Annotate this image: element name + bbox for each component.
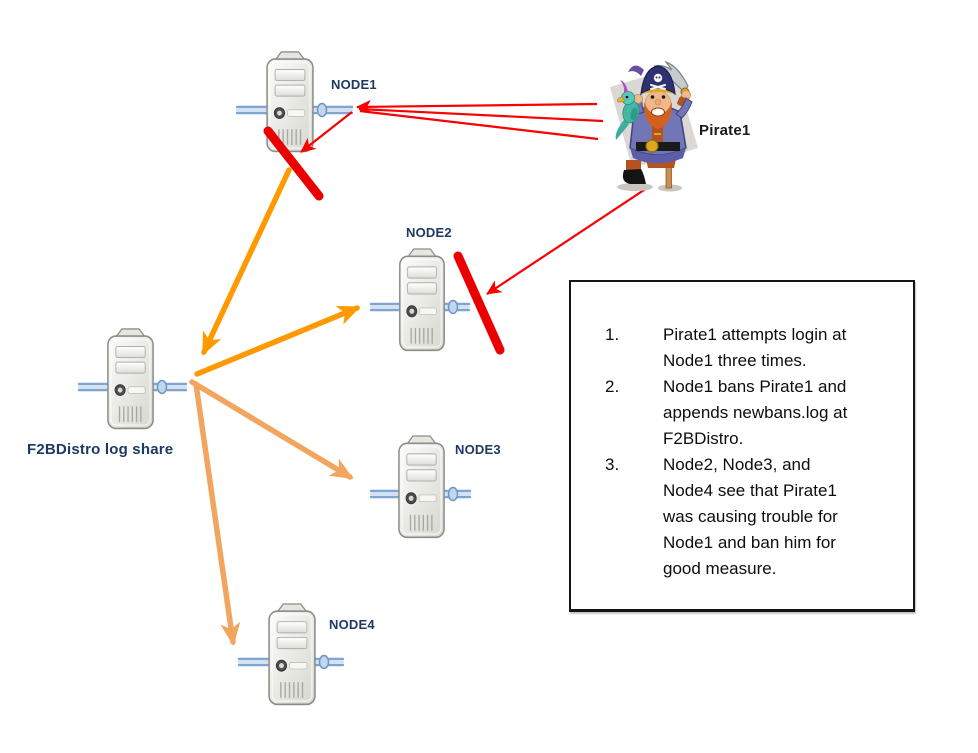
legend-item-2-number: 2. [605, 377, 620, 396]
arrow-node1-to-f2bdistro [201, 167, 292, 356]
server-icon-node4 [268, 603, 316, 706]
legend-box: 1. Pirate1 attempts login at Node1 three… [569, 280, 915, 612]
server-icon-node3 [398, 435, 445, 539]
legend-item-1-number: 1. [605, 325, 620, 344]
legend-item-3-number: 3. [605, 455, 620, 474]
f2bdistro-label: F2BDistro log share [27, 441, 174, 458]
attack-into-node1 [300, 111, 353, 153]
attack-line-node2 [486, 185, 651, 295]
arrow-f2bdistro-to-node2 [194, 305, 361, 377]
attack-line-1 [356, 99, 598, 114]
arrow-f2bdistro-to-node4 [193, 381, 241, 646]
attack-arrows [300, 99, 651, 295]
legend-item-2: 2. Node1 bans Pirate1 and appends newban… [605, 374, 897, 452]
legend-item-1-text: Pirate1 attempts login at Node1 three ti… [663, 325, 847, 370]
log-share-arrows [189, 167, 361, 646]
node4-label: NODE4 [329, 617, 375, 632]
arrow-f2bdistro-to-node3 [189, 379, 354, 480]
legend-item-1: 1. Pirate1 attempts login at Node1 three… [605, 322, 897, 374]
server-icons [107, 51, 459, 706]
attack-line-2 [358, 107, 604, 123]
server-icon-node2 [398, 248, 446, 352]
node2-label: NODE2 [406, 225, 452, 240]
node1-label: NODE1 [331, 77, 377, 92]
attack-line-3 [359, 109, 599, 141]
ban-slash-node2 [453, 251, 505, 355]
cable-connectors [156, 102, 459, 670]
legend-item-2-text: Node1 bans Pirate1 and appends newbans.l… [663, 377, 848, 448]
server-icon-f2bdistro [107, 328, 154, 430]
ban-slashes [263, 126, 505, 355]
pirate-label: Pirate1 [699, 122, 751, 139]
ban-slash-node1 [263, 126, 324, 201]
node3-label: NODE3 [455, 442, 501, 457]
legend-item-3: 3. Node2, Node3, and Node4 see that Pira… [605, 452, 897, 582]
pirate-icon [610, 60, 698, 192]
legend-item-3-text: Node2, Node3, and Node4 see that Pirate1… [663, 455, 838, 578]
